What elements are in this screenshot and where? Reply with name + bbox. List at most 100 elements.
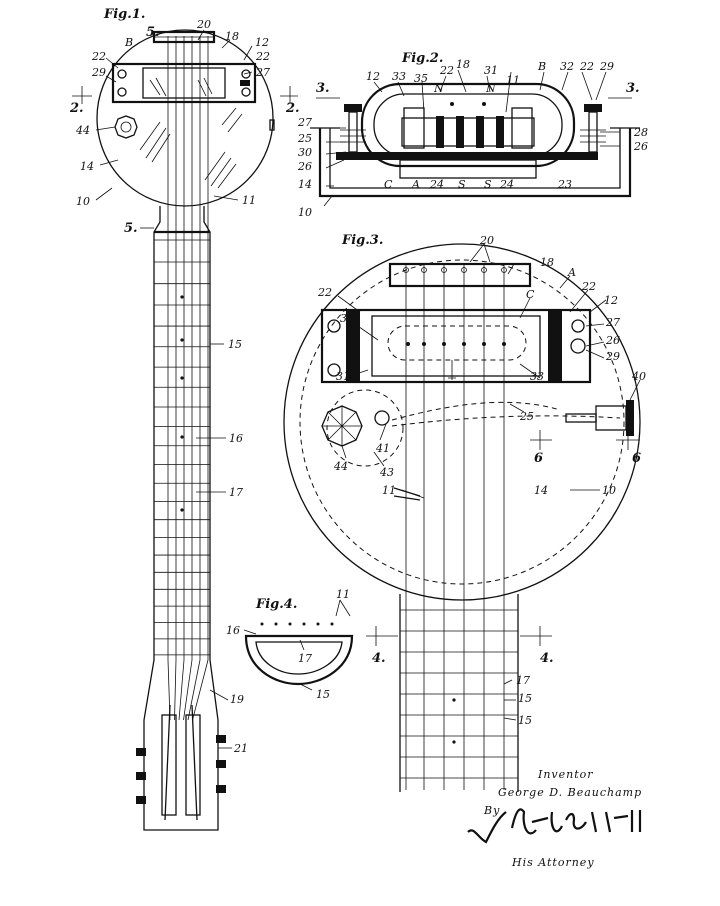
fig1-title: Fig.1. (103, 7, 145, 22)
fig1-side-jack (269, 119, 275, 131)
fig2-label-35: 35 (414, 72, 428, 85)
fig1-label-14: 14 (80, 160, 94, 173)
fig2-body-tray (318, 128, 632, 198)
fig2-label-30: 30 (298, 146, 312, 159)
fig3-label-25: 25 (519, 410, 534, 423)
fig3-label-31: 31 (336, 370, 350, 383)
fig1-label-B: B (124, 36, 133, 49)
fig3-label-12: 12 (604, 294, 618, 307)
fig1-label-18: 18 (225, 30, 239, 43)
fig3-label-15-lower: 15 (518, 714, 532, 727)
fig3-label-6-left: 6 (534, 451, 543, 466)
fig1-label-2-right: 2. (285, 101, 300, 116)
fig3-label-27: 27 (605, 316, 620, 329)
fig4-label-11: 11 (336, 588, 350, 601)
fig2-label-28: 28 (633, 126, 648, 139)
fig3-label-44: 44 (333, 460, 348, 473)
figure-4-neck-section: Fig.4. 11 16 17 15 (226, 588, 354, 701)
fig1-label-17: 17 (229, 486, 243, 499)
fig2-label-14: 14 (298, 178, 312, 191)
fig4-string-dots (260, 622, 334, 626)
fig2-label-25: 25 (297, 132, 312, 145)
fig4-label-16: 16 (226, 624, 240, 637)
fig1-label-16: 16 (229, 432, 243, 445)
fig1-label-44: 44 (75, 124, 90, 137)
fig1-strings-neck (167, 212, 209, 721)
fig1-label-11: 11 (242, 194, 256, 207)
fig1-label-10: 10 (76, 195, 90, 208)
fig2-label-C: C (384, 178, 393, 191)
fig2-label-10: 10 (298, 206, 312, 219)
inventor-name: George D. Beauchamp (498, 786, 642, 799)
attorney-caption: His Attorney (511, 856, 595, 869)
by-label: By (483, 804, 500, 817)
fig3-label-17: 17 (516, 674, 530, 687)
inventor-signature-block: Inventor George D. Beauchamp By His Atto… (467, 768, 642, 869)
fig3-body-circle (283, 243, 641, 601)
fig3-label-26: 26 (605, 334, 620, 347)
fig2-label-33: 33 (392, 70, 406, 83)
fig2-leader-lines (323, 69, 620, 207)
fig2-label-18: 18 (456, 58, 470, 71)
fig2-adjust-screws (340, 104, 606, 153)
fig4-label-17: 17 (298, 652, 312, 665)
fig1-fret-markers (180, 295, 184, 512)
figure-1-full-instrument: Fig.1. (69, 7, 300, 831)
fig3-title: Fig.3. (341, 233, 383, 248)
fig1-frets (154, 239, 210, 656)
fig3-label-11: 11 (382, 484, 396, 497)
fig3-label-35: 35 (340, 312, 354, 325)
fig2-label-27: 27 (297, 116, 312, 129)
fig3-leader-lines (337, 243, 641, 721)
fig2-label-S-left: S (458, 178, 466, 191)
fig2-label-24-left: 24 (429, 178, 444, 191)
fig1-strings-body (167, 36, 209, 212)
fig3-label-10: 10 (602, 484, 616, 497)
fig1-label-22-left: 22 (91, 50, 106, 63)
figure-3-body-top-view: Fig.3. (283, 233, 646, 792)
fig3-label-18: 18 (540, 256, 554, 269)
fig3-label-20: 20 (479, 234, 494, 247)
fig1-label-2-left: 2. (69, 101, 84, 116)
fig1-label-19: 19 (230, 693, 244, 706)
fig1-label-5-top: 5. (146, 25, 160, 40)
fig1-label-21: 21 (233, 742, 248, 755)
fig4-label-15: 15 (316, 688, 330, 701)
fig2-label-26-right: 26 (633, 140, 648, 153)
fig2-label-29: 29 (599, 60, 614, 73)
fig1-label-5-neck: 5. (124, 221, 138, 236)
fig3-pickup-frame (320, 308, 592, 384)
fig2-coil (401, 117, 535, 147)
fig2-label-31: 31 (484, 64, 498, 77)
fig2-label-26-left: 26 (297, 160, 312, 173)
fig1-label-29: 29 (91, 66, 106, 79)
fig3-control-cavity (326, 389, 404, 467)
fig4-neck-profile (244, 634, 354, 686)
attorney-handwritten-signature (467, 808, 642, 844)
fig2-label-22-left: 22 (439, 64, 454, 77)
fig2-magnet-loop (360, 82, 576, 168)
fig1-leader-lines (95, 29, 253, 749)
fig2-label-N-right: N (485, 82, 496, 95)
fig1-volume-knob (114, 115, 138, 139)
fig4-title: Fig.4. (255, 597, 297, 612)
fig3-label-43: 43 (379, 466, 394, 479)
fig3-label-40: 40 (631, 370, 646, 383)
fig2-label-S-right: S (484, 178, 492, 191)
fig3-label-4-left: 4. (372, 651, 386, 666)
fig3-inner-dashed-rim (299, 259, 625, 585)
fig3-label-41: 41 (375, 442, 390, 455)
fig2-label-22-right: 22 (579, 60, 594, 73)
fig1-label-22-right: 22 (255, 50, 270, 63)
fig1-headstock-tuners (136, 704, 226, 821)
fig3-label-33: 33 (530, 370, 544, 383)
fig2-label-11: 11 (506, 74, 520, 87)
fig2-label-3-right: 3. (626, 81, 640, 96)
fig1-label-12: 12 (255, 36, 269, 49)
inventor-caption: Inventor (537, 768, 594, 781)
fig1-label-15: 15 (228, 338, 242, 351)
fig3-label-22-left: 22 (317, 286, 332, 299)
fig1-body-hatching (139, 77, 243, 189)
fig3-label-14: 14 (534, 484, 548, 497)
fig3-label-6-right: 6 (632, 451, 641, 466)
